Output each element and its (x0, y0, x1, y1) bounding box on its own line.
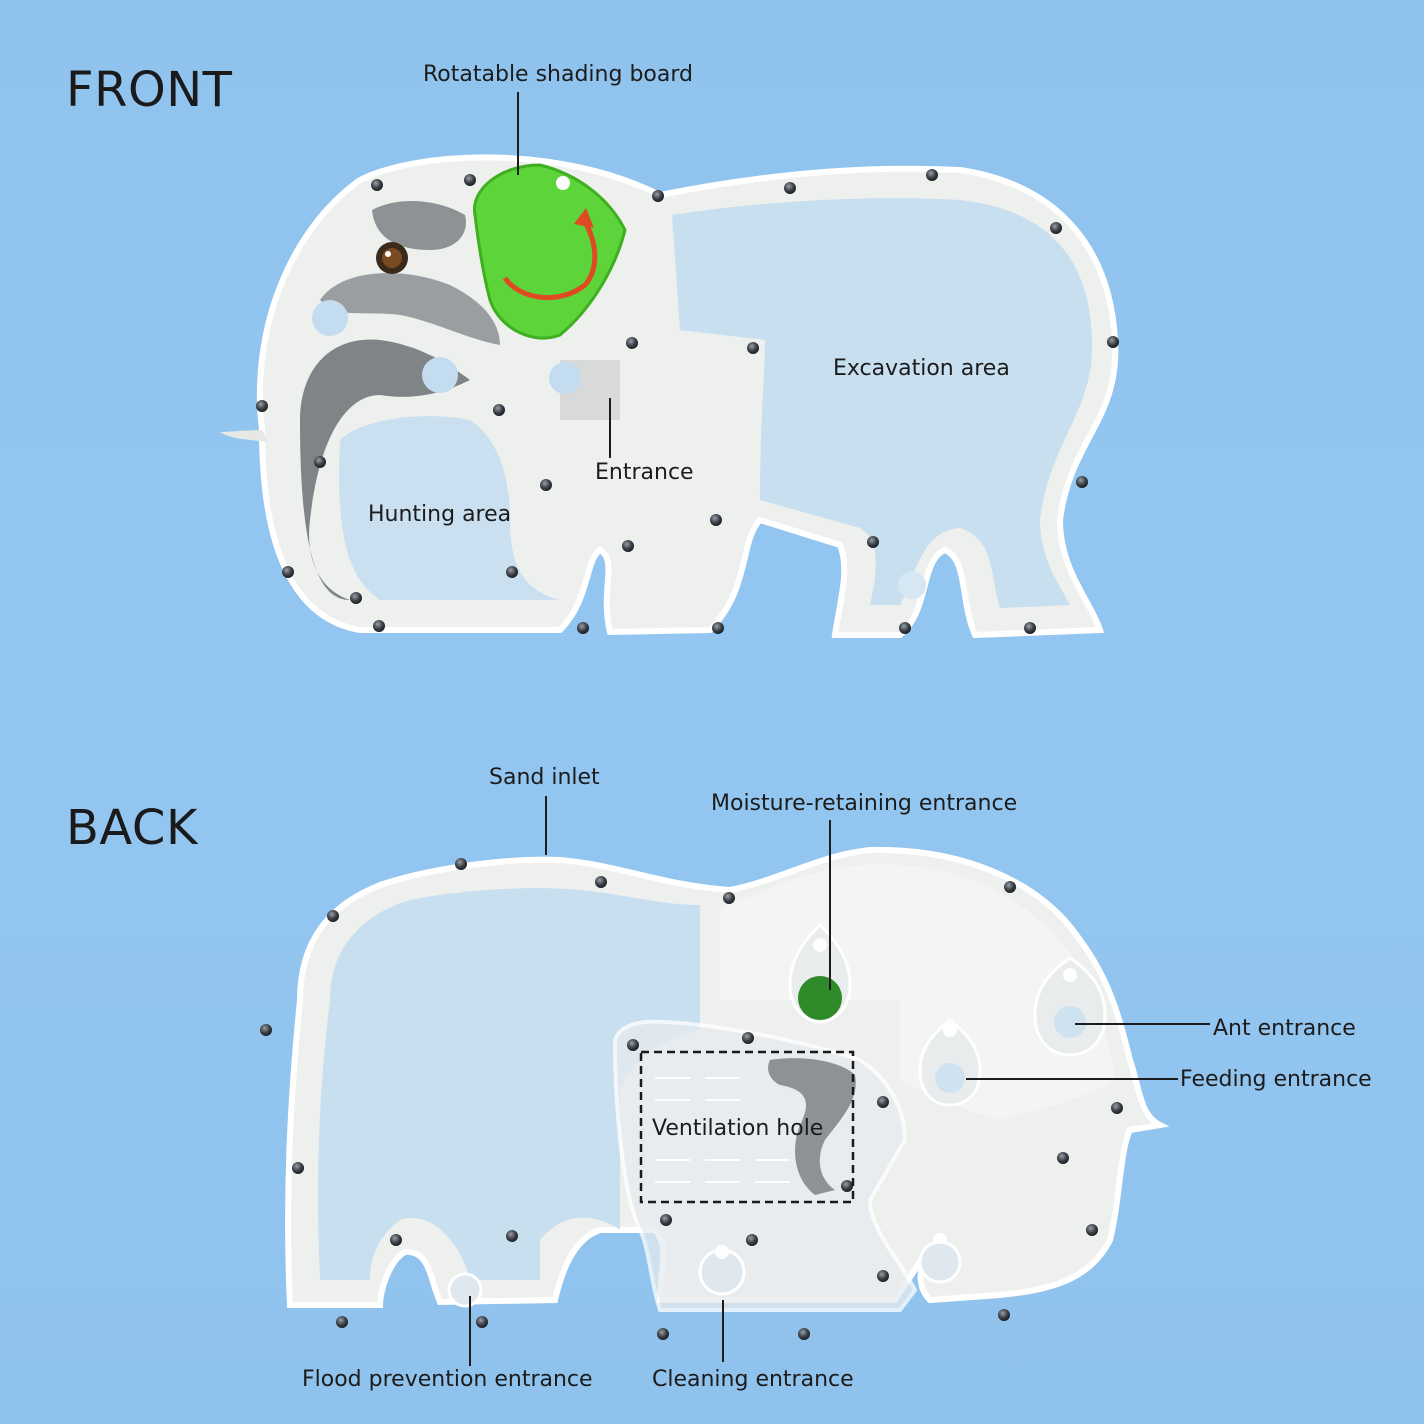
label-hunting-area: Hunting area (368, 502, 512, 527)
label-moisture-retaining-entrance: Moisture-retaining entrance (711, 791, 1018, 816)
label-flood-prevention-entrance: Flood prevention entrance (302, 1367, 593, 1392)
back-heading: BACK (66, 800, 198, 856)
label-rotatable-shading-board: Rotatable shading board (423, 62, 693, 87)
label-feeding-entrance: Feeding entrance (1180, 1067, 1372, 1092)
ventilation-hole-outline (639, 1050, 855, 1204)
label-ventilation-hole: Ventilation hole (652, 1116, 824, 1141)
label-ant-entrance: Ant entrance (1213, 1016, 1356, 1041)
label-sand-inlet: Sand inlet (489, 765, 600, 790)
rotatable-shading-board-graphic (472, 163, 627, 340)
front-screws (256, 169, 1119, 634)
front-elephant-frame (220, 154, 1119, 639)
back-elephant-frame (285, 846, 1170, 1312)
label-cleaning-entrance: Cleaning entrance (652, 1367, 854, 1392)
back-leader-lines (469, 796, 1210, 1366)
front-leader-lines (517, 92, 611, 458)
back-screws (260, 858, 1123, 1340)
front-heading: FRONT (66, 62, 233, 118)
label-excavation-area: Excavation area (833, 356, 1010, 381)
label-entrance: Entrance (595, 460, 694, 485)
